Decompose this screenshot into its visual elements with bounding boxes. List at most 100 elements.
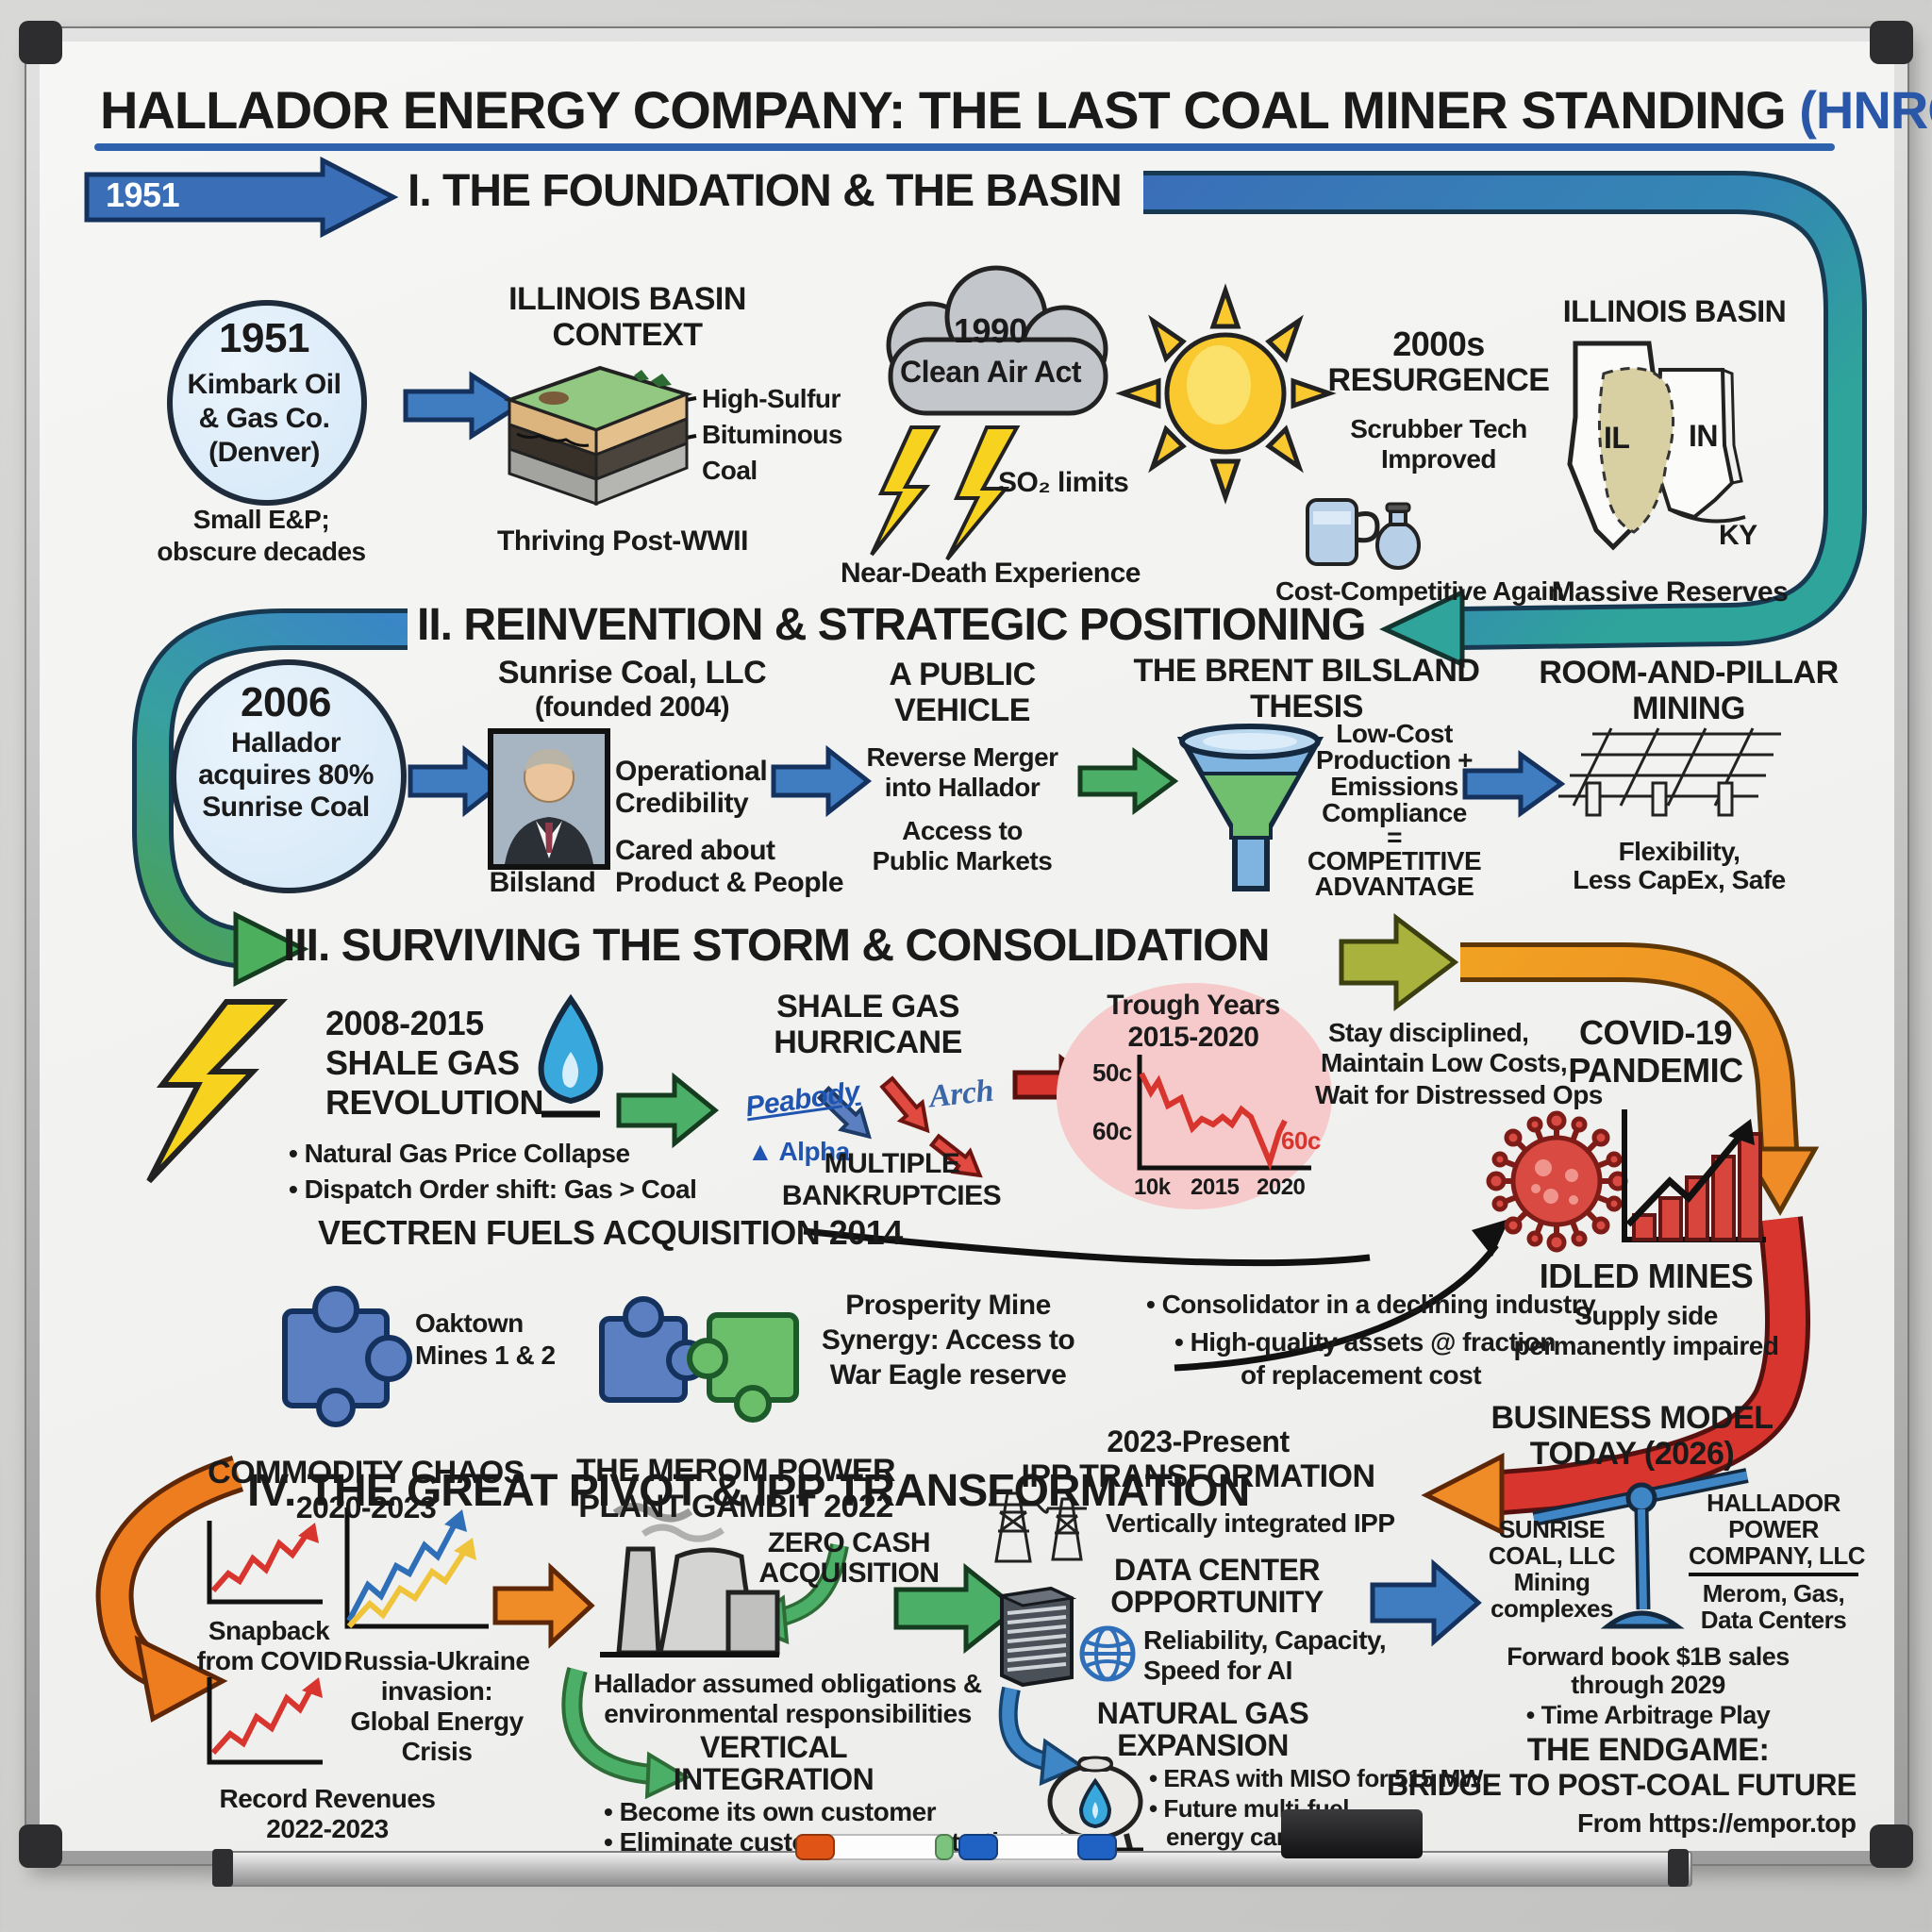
map-ky: KY: [1719, 520, 1757, 551]
trough-chart: [1057, 983, 1332, 1209]
frame-corner: [1870, 1824, 1913, 1868]
title-underline: [94, 143, 1835, 151]
thesis-r7: ADVANTAGE: [1314, 872, 1474, 901]
biz-right1: HALLADOR: [1707, 1489, 1840, 1517]
hurricane-t2: HURRICANE: [774, 1024, 962, 1060]
basin-title-2: CONTEXT: [552, 317, 703, 353]
falling-arrows: [816, 1075, 983, 1178]
thesis-r3: Emissions: [1330, 772, 1458, 801]
s3-header: III. SURVIVING THE STORM & CONSOLIDATION: [283, 921, 1270, 971]
vectren-title: VECTREN FUELS ACQUISITION 2014: [318, 1213, 903, 1252]
energy-crisis-chart: [344, 1507, 489, 1629]
merom-o1: Hallador assumed obligations &: [593, 1669, 982, 1698]
recovery-bars-chart: [1622, 1109, 1766, 1242]
illinois-basin-map-icon: [1567, 341, 1746, 551]
basin-callout-2: Bituminous: [702, 420, 843, 449]
page-title-main: HALLADOR ENERGY COMPANY: THE LAST COAL M…: [100, 80, 1800, 140]
sunrise-t1: Sunrise Coal, LLC: [497, 655, 767, 691]
map-title: ILLINOIS BASIN: [1562, 294, 1787, 328]
curve-s3-s4-head: [1421, 1452, 1505, 1536]
shale-lightning-icon: [146, 999, 289, 1184]
marker-blue[interactable]: [958, 1834, 1117, 1860]
biz-right4: Merom, Gas,: [1702, 1579, 1845, 1607]
ipp-r1: Reliability, Capacity,: [1143, 1625, 1387, 1655]
biz-t2: TODAY (2026): [1529, 1436, 1735, 1472]
arrow-merom-ipp: [893, 1562, 1022, 1655]
merom-v2: INTEGRATION: [673, 1762, 874, 1796]
h2006-l2: acquires 80%: [198, 759, 374, 791]
shale-t1: 2008-2015: [325, 1004, 484, 1042]
h2006-l3: Sunrise Coal: [202, 791, 370, 823]
tray-end-cap: [212, 1849, 233, 1887]
h2006-l1: Hallador: [230, 727, 341, 758]
curve-s3-s4: [1500, 1216, 1806, 1510]
mining-sub2: Less CapEx, Safe: [1573, 865, 1786, 894]
chaos-c1b: from COVID: [196, 1646, 342, 1675]
resurgence-t1: 2000s: [1392, 325, 1485, 363]
sunrise-r3: Cared about: [615, 835, 775, 866]
arrow-vehicle-thesis: [1077, 747, 1179, 815]
vectren-p1a: Oaktown: [415, 1308, 524, 1338]
chaos-c2c: Global Energy: [350, 1707, 524, 1736]
hallador-2006-circle: [171, 659, 407, 893]
mining-t1: ROOM-AND-PILLAR: [1539, 655, 1839, 691]
marker-blue-cap: [958, 1834, 998, 1860]
puzzle-pieces-icon: [282, 1286, 799, 1427]
resurgence-l2: Improved: [1380, 444, 1497, 474]
ipp-r2: Speed for AI: [1143, 1656, 1292, 1685]
annotation-arrow-head: [1472, 1219, 1509, 1257]
curve-s4-left: [100, 1459, 242, 1686]
arrow-chaos-merom: [492, 1562, 595, 1649]
merom-t1: THE MEROM POWER: [575, 1453, 896, 1489]
hook-vertical-head: [644, 1751, 691, 1800]
marker-orange[interactable]: [795, 1834, 954, 1860]
merom-b1: • Become its own customer: [604, 1797, 937, 1826]
merom-o2: environmental responsibilities: [604, 1699, 972, 1728]
globe-icon: [1079, 1625, 1136, 1682]
covid-t2: PANDEMIC: [1568, 1051, 1743, 1090]
map-in: IN: [1689, 419, 1719, 453]
trough-x1: 10k: [1134, 1174, 1171, 1200]
page-title-ticker: (HNRG): [1799, 80, 1932, 140]
map-sub: Massive Reserves: [1551, 576, 1789, 608]
source-credit: From https://empor.top: [1577, 1808, 1857, 1838]
arch-logo: Arch: [927, 1073, 995, 1115]
funnel-icon: [1176, 724, 1324, 891]
covid-t1: COVID-19: [1578, 1013, 1733, 1052]
thesis-r2: Production +: [1316, 745, 1473, 774]
ipp-t2: IPP TRANSFORMATION: [1021, 1458, 1375, 1494]
cleanair-so2: SO₂ limits: [998, 467, 1129, 498]
s2-header: II. REINVENTION & STRATEGIC POSITIONING: [417, 600, 1367, 650]
kimbark-l2: & Gas Co.: [198, 403, 330, 434]
vectren-p2b: Synergy: Access to: [821, 1324, 1075, 1356]
curve-s4-left-head: [134, 1635, 228, 1723]
idled-mines: IDLED MINES: [1539, 1257, 1754, 1295]
vectren-b2: • High-quality assets @ fraction: [1174, 1327, 1556, 1357]
h2006-year: 2006: [241, 679, 331, 725]
annotation-curve: [1174, 1242, 1499, 1372]
virus-icon: [1486, 1110, 1628, 1253]
board-eraser[interactable]: [1281, 1809, 1423, 1858]
thesis-t2: THESIS: [1250, 689, 1363, 724]
bilsland-portrait: [488, 728, 610, 870]
shale-t2: SHALE GAS: [325, 1043, 520, 1082]
page-title: HALLADOR ENERGY COMPANY: THE LAST COAL M…: [100, 80, 1932, 140]
basin-callout-1: High-Sulfur: [702, 384, 841, 413]
curve-s1-s2-head: [1379, 589, 1465, 668]
alpha-logo: ▲ Alpha: [747, 1137, 850, 1166]
chaos-c3b: 2022-2023: [266, 1814, 389, 1843]
mining-sub1: Flexibility,: [1618, 837, 1740, 866]
vehicle-t2: VEHICLE: [894, 692, 1030, 728]
hurricane-b2: BANKRUPTCIES: [781, 1180, 1002, 1211]
frame-corner: [1870, 21, 1913, 64]
record-revenue-chart: [207, 1677, 323, 1765]
thesis-t1: THE BRENT BILSLAND: [1133, 653, 1480, 689]
biz-right3: COMPANY, LLC: [1689, 1542, 1866, 1577]
biz-left4: complexes: [1491, 1594, 1613, 1623]
gas-flame-icon: [538, 993, 604, 1118]
chaos-t1: COMMODITY CHAOS: [208, 1455, 525, 1491]
vectren-p2c: War Eagle reserve: [829, 1359, 1067, 1391]
mining-t2: MINING: [1632, 691, 1745, 726]
curve-s1-s2: [1143, 175, 1862, 645]
